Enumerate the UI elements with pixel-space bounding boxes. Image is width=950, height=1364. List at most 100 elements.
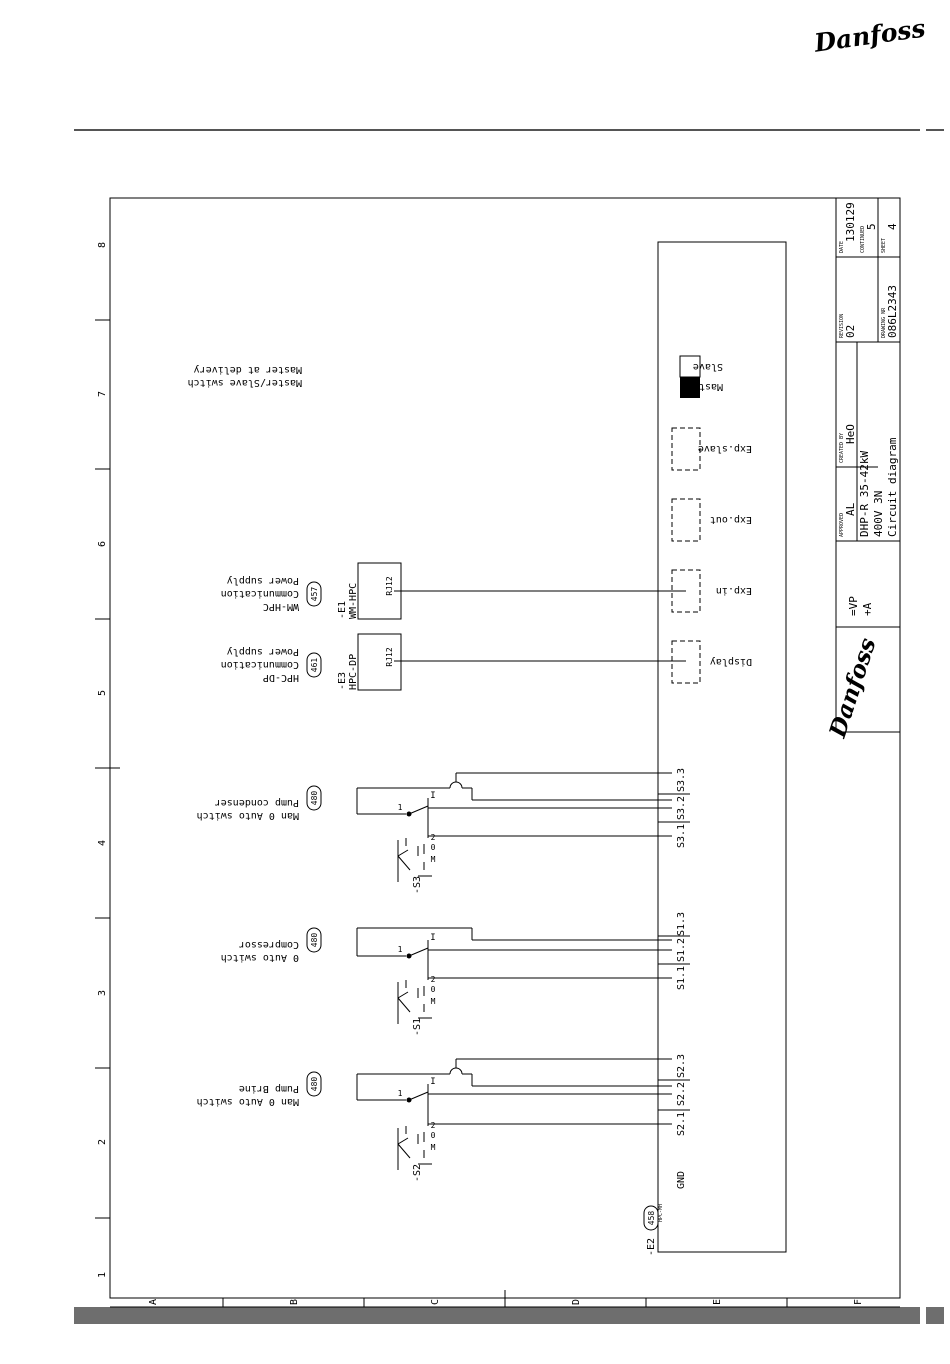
module-name: WM-HPC (348, 583, 359, 619)
switch-ref: -S1 (412, 1018, 423, 1036)
row-ticks (95, 319, 120, 1219)
switch-position-1: I (430, 791, 435, 801)
module-name: HPC-DP (348, 654, 359, 690)
switch-position-aux: 1 (398, 1089, 403, 1098)
sheet-value: 4 (886, 223, 899, 230)
terminal-S1-1: S1.1 (676, 966, 687, 990)
approved-value: AL (844, 502, 857, 516)
footer-bar-tab (926, 1307, 944, 1324)
column-label-D: D (571, 1299, 582, 1305)
terminal-S2-3: S2.3 (676, 1054, 687, 1078)
revision-label: REVISION (839, 314, 845, 338)
terminal-S1-2: S1.2 (676, 938, 687, 962)
switch-position-aux: 1 (398, 945, 403, 954)
wire-crossover (449, 1067, 463, 1075)
approved-label: APPROVED (839, 513, 845, 537)
switch-actuator (397, 997, 411, 1013)
sheet-label: SHEET (881, 238, 887, 253)
switch-position-1: I (430, 933, 435, 943)
switch-description-1: Pump condenser (215, 797, 299, 808)
slave-label: Slave (693, 361, 723, 372)
continued-value: 5 (865, 223, 878, 230)
switch-page-ref-oval (306, 927, 322, 953)
master-slave-note: Master at delivery Master/Slave switch (188, 364, 302, 388)
switch-position-m: M (431, 855, 436, 864)
switch-page-ref: 480 (310, 933, 319, 948)
switch-ref: -S2 (412, 1164, 423, 1182)
port-label-3: Exp.slave (698, 443, 752, 454)
controller-box (657, 241, 787, 1253)
column-label-E: E (712, 1299, 723, 1305)
switch-position-0: 0 (431, 985, 436, 994)
header: Danfoss (74, 13, 944, 131)
master-label: Master (687, 381, 723, 392)
terminal-S2-2: S2.2 (676, 1082, 687, 1106)
switch-contact (408, 947, 429, 957)
brand-logo: Danfoss (812, 13, 928, 57)
module-ref: -E1 (337, 601, 348, 619)
date-value: 130129 (844, 202, 857, 242)
terminal-GND: GND (676, 1171, 687, 1189)
switch-position-aux: 1 (398, 803, 403, 812)
location-line-2: +A (861, 602, 874, 616)
switch-position-0: 0 (431, 1131, 436, 1140)
master-slave-note-line-2: Master/Slave switch (188, 377, 302, 388)
drawing-number-value: 086L2343 (886, 285, 899, 338)
module-description-2: WM-HPC (263, 601, 299, 612)
continued-label: CONTINUED (860, 226, 866, 253)
module-box (357, 633, 402, 691)
module-page-ref-oval (306, 581, 322, 607)
row-label-2: 2 (97, 1139, 108, 1145)
switch-description-0: 0 Auto switch (221, 952, 299, 963)
row-label-8: 8 (97, 242, 108, 248)
description-line-3: Circuit diagram (886, 437, 899, 537)
switch-contact (408, 1091, 429, 1101)
switch-position-m: M (431, 1143, 436, 1152)
module-description-0: Power supply (227, 575, 299, 586)
title-block: DATE 130129 CONTINUED 5 SHEET 4 REVISION… (824, 198, 900, 742)
module-description-0: Power supply (227, 646, 299, 657)
terminal-S2-1: S2.1 (676, 1112, 687, 1136)
title-block-logo: Danfoss (824, 635, 882, 742)
controller-block: GNDS2.1S2.2S2.3S1.1S1.2S1.3S3.1S3.2S3.3 … (643, 241, 787, 1256)
module-description-1: Communication (221, 659, 299, 670)
created-by-value: HeO (844, 424, 857, 444)
switch-actuator (397, 1137, 409, 1145)
date-label: DATE (839, 241, 845, 253)
switch-actuator (397, 849, 409, 857)
revision-value: 02 (844, 325, 857, 338)
module-description-1: Communication (221, 588, 299, 599)
description-line-1: DHP-R 35-42kW (858, 451, 871, 537)
port-box (671, 640, 701, 684)
wire-crossover (449, 781, 463, 789)
footer (74, 1307, 944, 1324)
switch-position-2: 2 (431, 1121, 436, 1130)
module-port-label: RJ12 (385, 576, 394, 595)
switch-page-ref: 480 (310, 791, 319, 806)
module-page-ref: 457 (310, 587, 319, 602)
switch-position-2: 2 (431, 833, 436, 842)
column-label-A: A (148, 1299, 159, 1305)
frame-border (109, 197, 901, 1299)
switch-page-ref-oval (306, 785, 322, 811)
terminal-S1-3: S1.3 (676, 912, 687, 936)
port-box (671, 498, 701, 542)
switch-page-ref: 480 (310, 1077, 319, 1092)
location-line-1: =VP (847, 596, 860, 616)
switch-contact (408, 805, 429, 815)
terminal-S3-3: S3.3 (676, 768, 687, 792)
controller-page-ref-oval (643, 1205, 659, 1231)
module-port-label: RJ12 (385, 647, 394, 666)
